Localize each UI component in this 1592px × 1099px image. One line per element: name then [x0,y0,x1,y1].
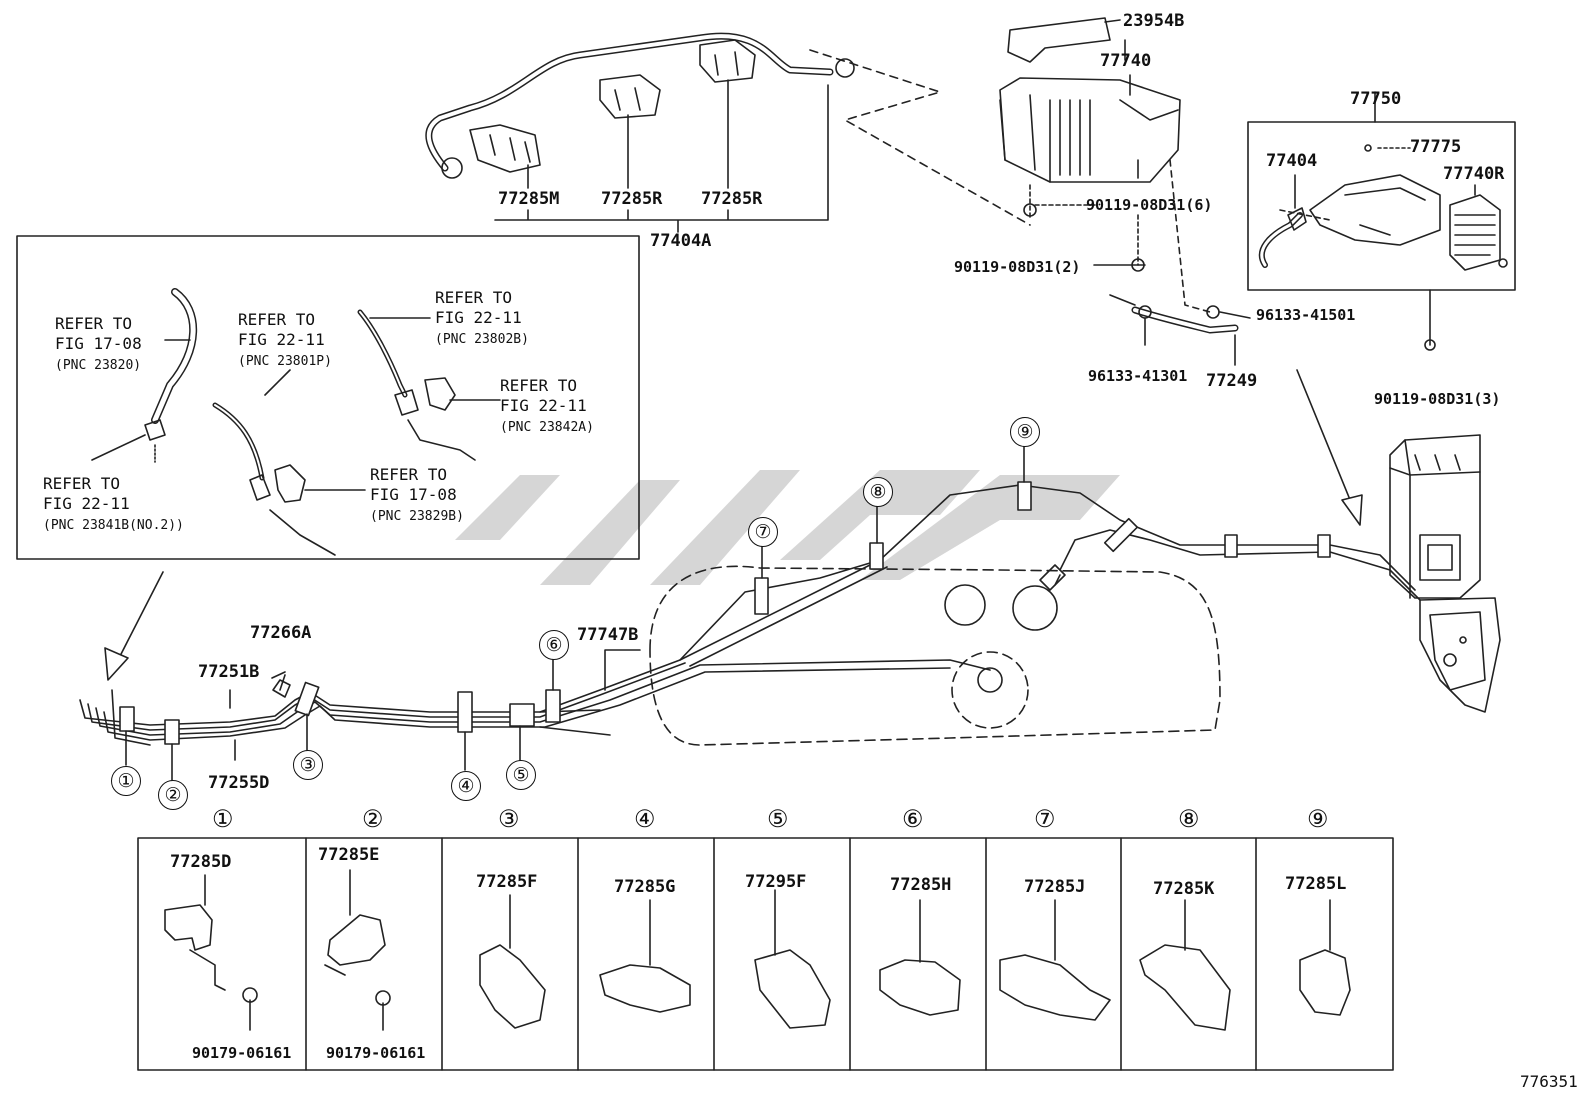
callout-3: ③ [293,750,323,780]
label-77404: 77404 [1266,151,1318,171]
label-77255D: 77255D [208,773,270,793]
table-cell-part-5: 77295F [745,872,807,892]
table-header-6: ⑥ [902,805,924,833]
table-cell-part-4: 77285G [614,877,676,897]
label-90119-3: 90119-08D31(3) [1374,390,1501,408]
label-77251B: 77251B [198,662,260,682]
fuel-tank [649,565,1221,746]
callout-4: ④ [451,771,481,801]
label-90119-2: 90119-08D31(2) [954,258,1081,276]
label-90119-6: 90119-08D31(6) [1086,196,1213,214]
label-77750: 77750 [1350,89,1402,109]
callout-2: ② [158,780,188,810]
hose-77249 [1109,294,1251,366]
label-77285R-a: 77285R [601,189,663,209]
table-cell-part-2: 77285E [318,845,380,865]
table-cell-part-7: 77285J [1024,877,1086,897]
callout-5: ⑤ [506,760,536,790]
label-77285R-b: 77285R [701,189,763,209]
label-77740: 77740 [1100,51,1152,71]
hose-77404A [425,32,1031,233]
table-cell-part-1: 77285D [170,852,232,872]
clip-table [137,837,1394,1071]
label-23954B: 23954B [1123,11,1185,31]
table-header-1: ① [212,805,234,833]
label-77266A: 77266A [250,623,312,643]
table-header-8: ⑧ [1178,805,1200,833]
label-77285M: 77285M [498,189,560,209]
label-77740R: 77740R [1443,164,1505,184]
fuel-pipes [79,444,1421,781]
table-header-2: ② [362,805,384,833]
table-cell-extra-2: 90179-06161 [326,1044,426,1062]
table-header-3: ③ [498,805,520,833]
label-77404A: 77404A [650,231,712,251]
callout-6: ⑥ [539,630,569,660]
figure-number: 776351 [1520,1072,1578,1091]
table-cell-part-6: 77285H [890,875,952,895]
label-77249: 77249 [1206,371,1258,391]
fuel-pump-module [1389,434,1501,713]
table-cell-part-9: 77285L [1285,874,1347,894]
canister-77740 [999,17,1211,313]
tank-pump [944,584,1058,693]
table-cell-part-3: 77285F [476,872,538,892]
callout-8: ⑧ [863,477,893,507]
table-header-5: ⑤ [767,805,789,833]
label-96133-41501: 96133-41501 [1256,306,1356,324]
table-header-9: ⑨ [1307,805,1329,833]
callout-7: ⑦ [748,517,778,547]
label-77775: 77775 [1410,137,1462,157]
label-96133-41301: 96133-41301 [1088,367,1188,385]
arrow-left [104,571,164,681]
table-cell-part-8: 77285K [1153,879,1215,899]
table-cell-extra-1: 90179-06161 [192,1044,292,1062]
table-header-4: ④ [634,805,656,833]
arrow-right [1296,369,1363,526]
callout-1: ① [111,766,141,796]
inset-box [16,235,640,560]
box-77750 [1247,91,1516,351]
table-header-7: ⑦ [1034,805,1056,833]
label-77747B: 77747B [577,625,639,645]
callout-9: ⑨ [1010,417,1040,447]
